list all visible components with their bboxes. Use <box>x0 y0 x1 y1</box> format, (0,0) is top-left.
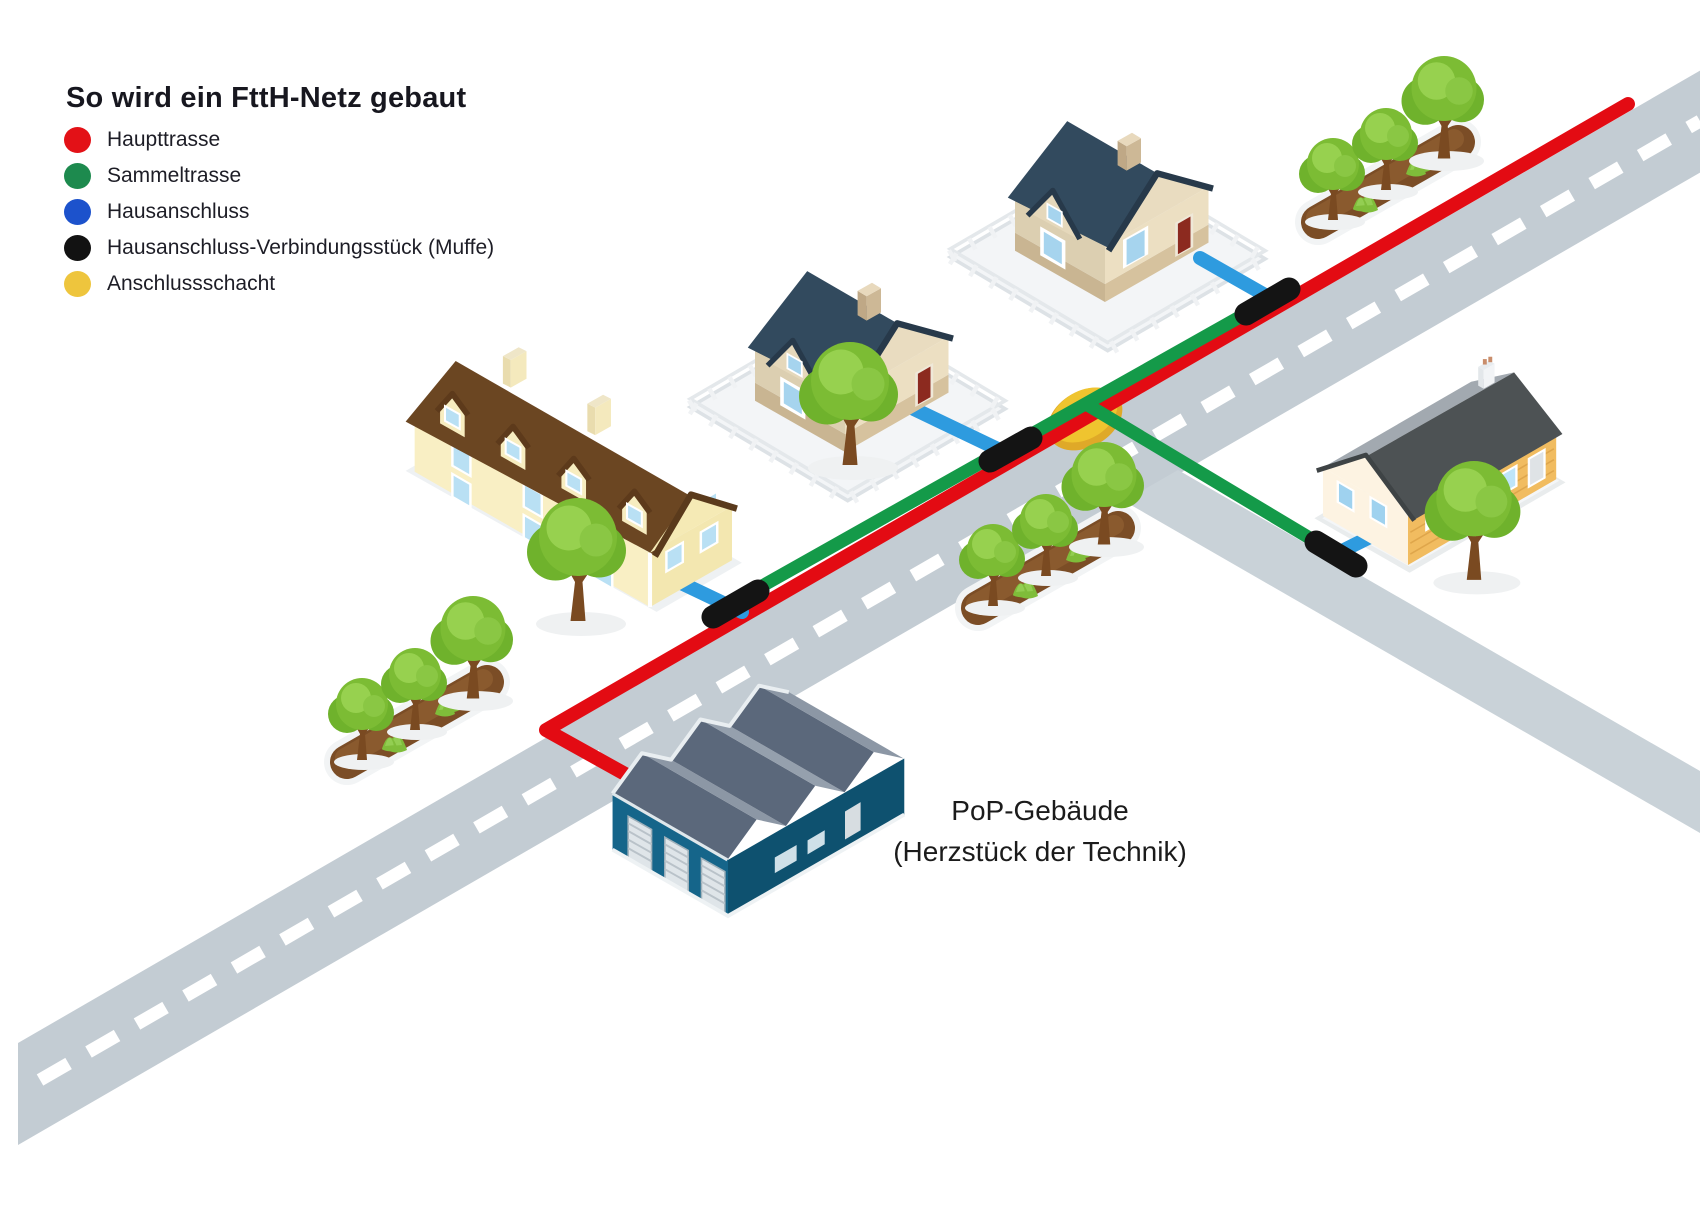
legend-label: Anschlussschacht <box>107 271 276 295</box>
red-dot-icon <box>64 126 91 153</box>
legend-item-anschlussschacht: Anschlussschacht <box>64 270 494 297</box>
muffe-icon-4 <box>1304 530 1368 578</box>
pop-building-label: PoP-Gebäude (Herzstück der Technik) <box>830 790 1250 872</box>
sammeltrasse-branch-line <box>1079 397 1355 568</box>
legend-item-hausanschluss: Hausanschluss <box>64 198 494 225</box>
black-dot-icon <box>64 234 91 261</box>
muffe-icon-3 <box>1234 277 1301 326</box>
pop-label-line2: (Herzstück der Technik) <box>893 836 1187 867</box>
legend-label: Hausanschluss-Verbindungsstück (Muffe) <box>107 235 495 259</box>
house-right-roof-back <box>1322 372 1515 468</box>
tree-group-left <box>328 596 513 770</box>
legend-item-haupttrasse: Haupttrasse <box>64 126 494 153</box>
muffen-group <box>701 277 1368 629</box>
legend-item-muffe: Hausanschluss-Verbindungsstück (Muffe) <box>64 234 494 261</box>
pop-label-line1: PoP-Gebäude <box>951 795 1129 826</box>
road-center-dashes <box>36 115 1700 1086</box>
main-road <box>18 70 1700 1145</box>
pop-window <box>774 845 797 874</box>
pop-door <box>845 802 861 840</box>
pop-garage-doors <box>627 814 726 915</box>
blue-dot-icon <box>64 198 91 225</box>
muffe-icon-2 <box>978 426 1043 473</box>
green-dot-icon <box>64 162 91 189</box>
house-right-roof <box>1365 372 1563 520</box>
legend: Haupttrasse Sammeltrasse Hausanschluss H… <box>64 126 494 297</box>
legend-item-sammeltrasse: Sammeltrasse <box>64 162 494 189</box>
pop-roof-trim <box>610 683 790 795</box>
pop-building <box>610 683 906 919</box>
legend-label: Haupttrasse <box>107 127 221 151</box>
legend-label: Sammeltrasse <box>107 163 242 187</box>
hausanschluss-line-middle-house <box>907 402 1013 460</box>
side-road <box>1124 470 1700 833</box>
hausanschluss-line-top-house <box>1193 251 1279 306</box>
page-title: So wird ein FttH-Netz gebaut <box>66 82 467 114</box>
yellow-dot-icon <box>64 270 91 297</box>
muffe-icon-1 <box>701 579 770 629</box>
legend-label: Hausanschluss <box>107 199 250 223</box>
